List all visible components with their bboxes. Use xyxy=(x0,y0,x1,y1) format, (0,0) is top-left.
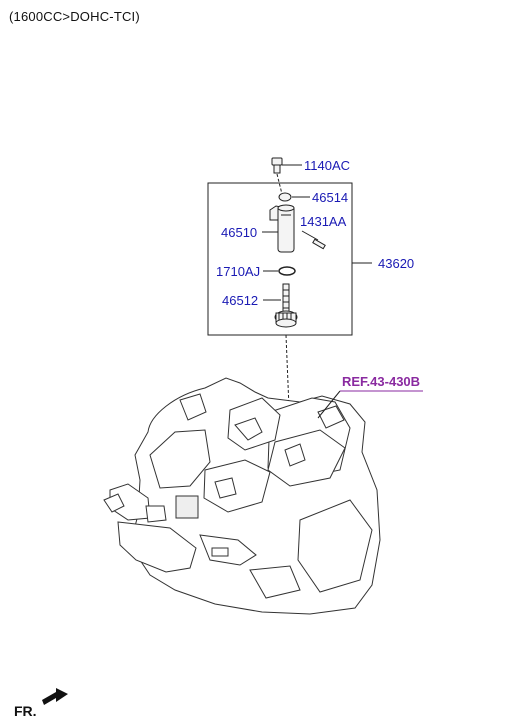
reference-link[interactable]: REF.43-430B xyxy=(342,374,420,389)
part-label-43620[interactable]: 43620 xyxy=(378,256,414,271)
assembly-box xyxy=(207,182,353,336)
direction-arrow-icon xyxy=(42,688,68,705)
o-ring-part xyxy=(278,266,296,276)
part-label-1431AA[interactable]: 1431AA xyxy=(300,214,347,229)
part-label-1140AC[interactable]: 1140AC xyxy=(304,158,350,173)
part-label-46512[interactable]: 46512 xyxy=(222,293,258,308)
seal-part xyxy=(278,192,292,202)
part-label-1710AJ[interactable]: 1710AJ xyxy=(216,264,260,279)
transmission-illustration xyxy=(103,377,381,615)
front-direction-label: FR. xyxy=(14,703,37,719)
gear-part xyxy=(274,283,298,328)
diagram-title: (1600CC>DOHC-TCI) xyxy=(9,9,140,24)
pin-part xyxy=(312,238,326,250)
part-label-46510[interactable]: 46510 xyxy=(221,225,257,240)
part-label-46514[interactable]: 46514 xyxy=(312,190,348,205)
sleeve-part xyxy=(269,204,295,253)
bolt-part xyxy=(271,157,283,174)
